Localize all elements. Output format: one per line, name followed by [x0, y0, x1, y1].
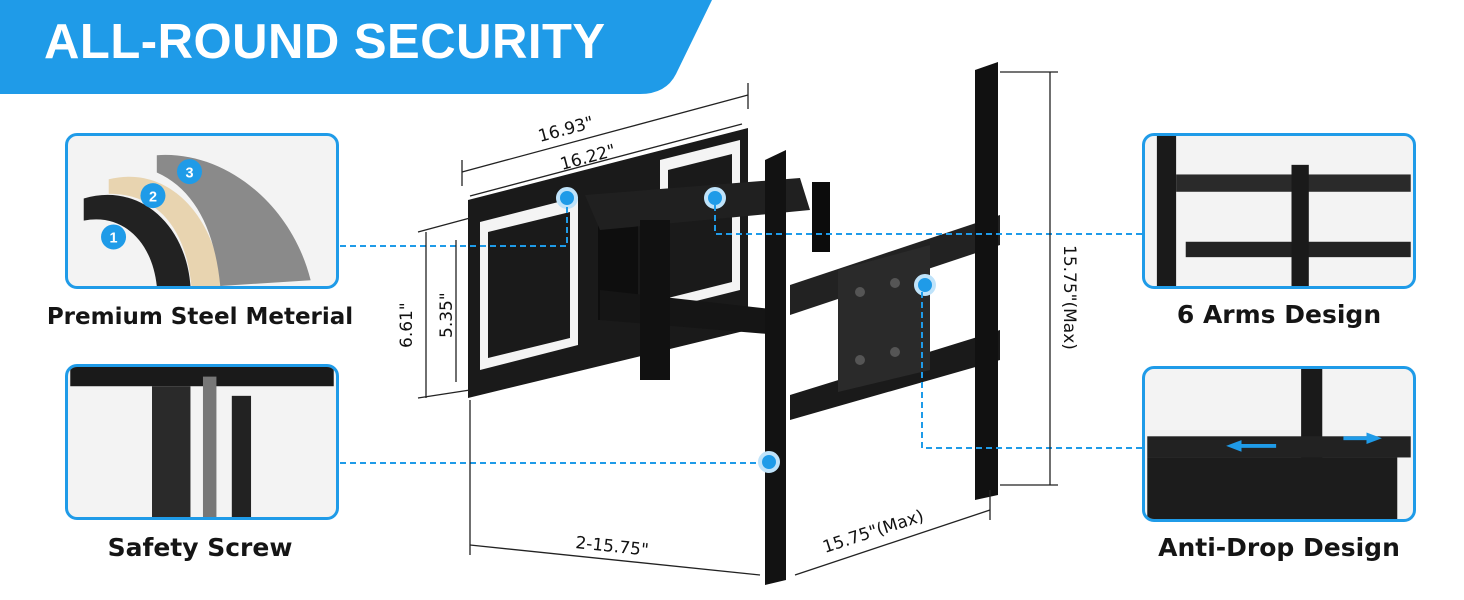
callout-dots: [556, 187, 936, 473]
wall-plate-left: [468, 128, 748, 398]
feature-card-screw: [65, 364, 339, 520]
center-plate: [838, 245, 930, 392]
page-title: ALL-ROUND SECURITY: [44, 15, 606, 69]
arms-closeup-icon: [1156, 136, 1411, 286]
feature-card-steel: 1 2 3: [65, 133, 339, 289]
dim-left-inner: 5.35": [437, 292, 457, 338]
steel-layers-icon: [83, 154, 311, 286]
safety-screw-icon: [70, 367, 334, 517]
vertical-rail-front: [765, 150, 786, 585]
dim-bottom-width: 15.75"(Max): [820, 506, 926, 557]
caption-steel: Premium Steel Meterial: [46, 304, 354, 330]
feature-card-arms: [1142, 133, 1416, 289]
banner-shape: [0, 0, 712, 94]
feature-card-antidrop: [1142, 366, 1416, 522]
caption-antidrop: Anti-Drop Design: [1158, 533, 1400, 562]
vertical-rail-right: [975, 62, 998, 500]
articulating-arms: [585, 178, 1000, 420]
dim-top-outer: 16.93": [536, 113, 596, 147]
dimension-lines: [417, 71, 1058, 576]
header-banner: ALL-ROUND SECURITY: [0, 0, 720, 94]
caption-screw: Safety Screw: [107, 533, 293, 562]
caption-arms: 6 Arms Design: [1176, 300, 1382, 329]
dim-left-outer: 6.61": [397, 302, 417, 348]
leader-lines: [340, 200, 1142, 464]
anti-drop-icon: [1147, 369, 1411, 519]
dim-right-height: 15.75"(Max): [1059, 245, 1079, 350]
